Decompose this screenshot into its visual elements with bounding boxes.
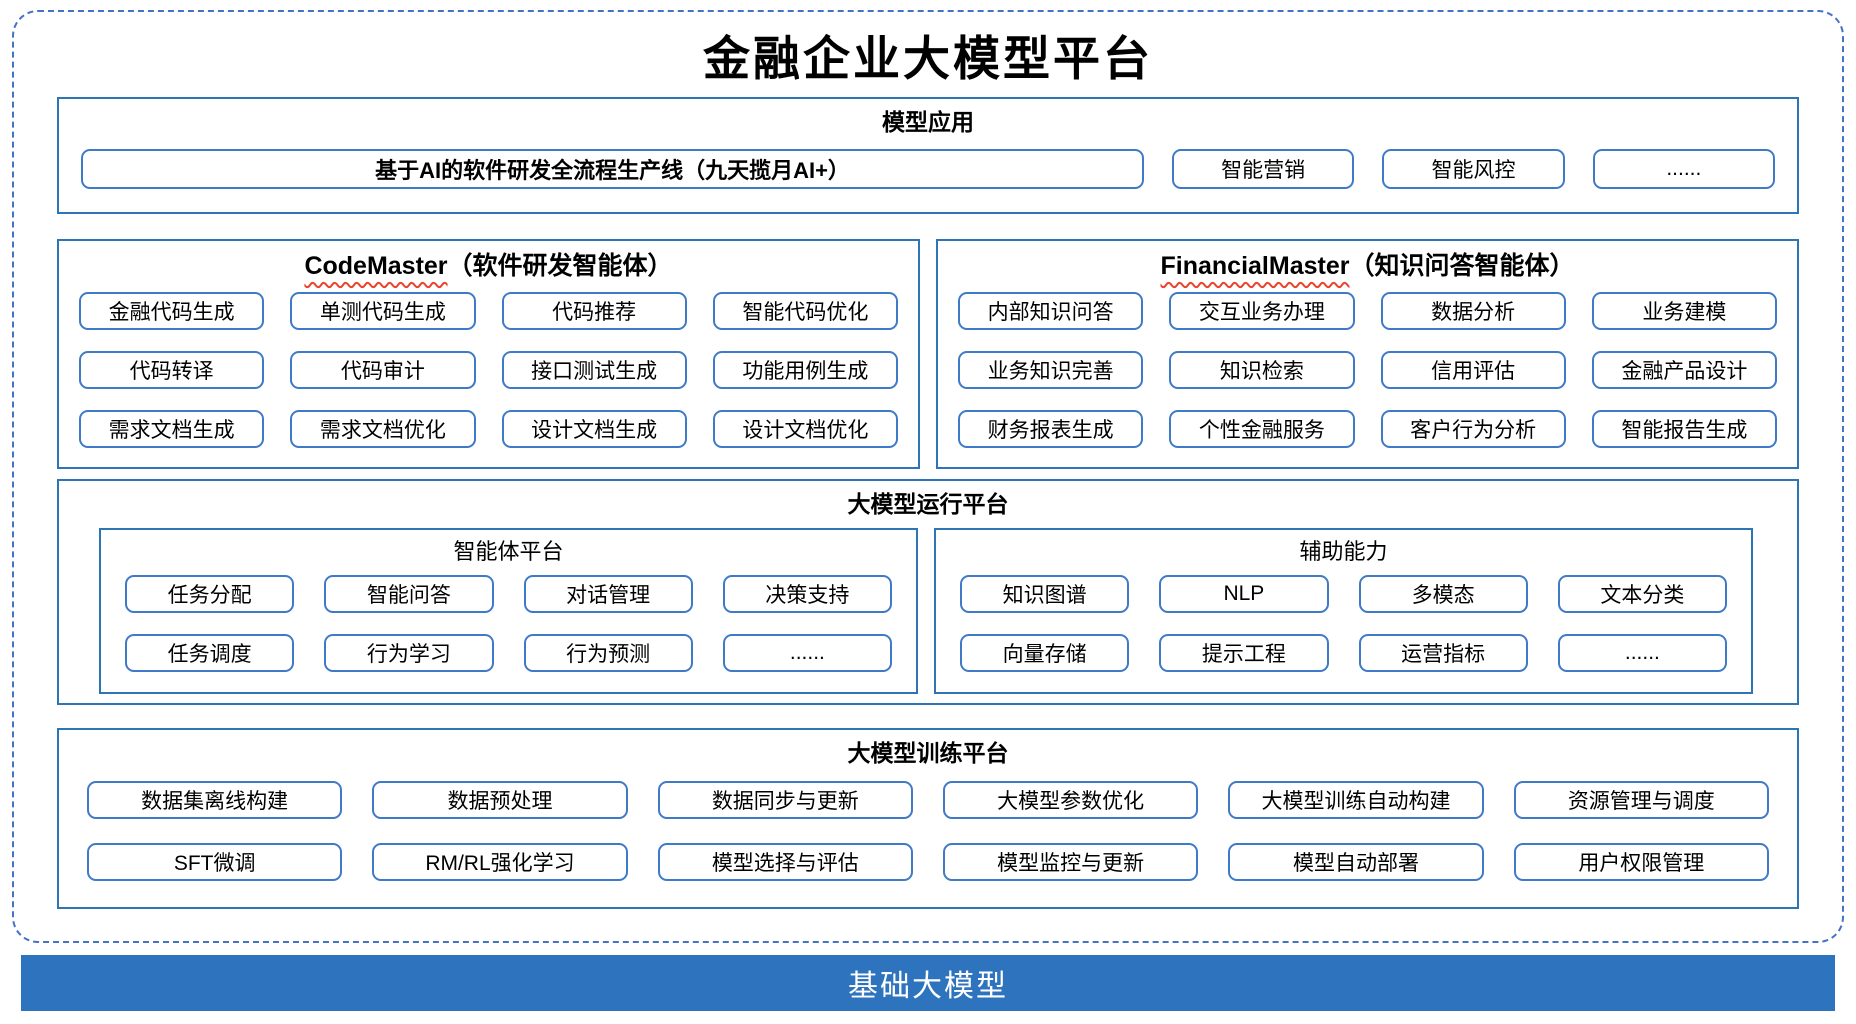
diagram-node: 任务调度 bbox=[125, 634, 295, 673]
diagram-node: 信用评估 bbox=[1380, 351, 1566, 390]
diagram-node: 大模型参数优化 bbox=[942, 781, 1199, 820]
diagram-node: 智能问答 bbox=[324, 575, 494, 614]
diagram-node-smart-marketing: 智能营销 bbox=[1172, 149, 1355, 190]
section-title-training: 大模型训练平台 bbox=[847, 740, 1009, 767]
diagram-node: 客户行为分析 bbox=[1380, 410, 1566, 449]
diagram-node: 文本分类 bbox=[1557, 575, 1727, 614]
diagram-node: 金融产品设计 bbox=[1591, 351, 1777, 390]
diagram-node: 单测代码生成 bbox=[290, 292, 476, 331]
codemaster-title-zh: （软件研发智能体） bbox=[447, 252, 673, 281]
section-training-platform: 大模型训练平台 数据集离线构建 数据预处理 数据同步与更新 大模型参数优化 大模… bbox=[57, 728, 1799, 910]
diagram-node: 对话管理 bbox=[523, 575, 693, 614]
diagram-node: 运营指标 bbox=[1358, 634, 1528, 673]
diagram-node: 财务报表生成 bbox=[958, 410, 1144, 449]
diagram-node: 交互业务办理 bbox=[1169, 292, 1355, 331]
diagram-node: 提示工程 bbox=[1159, 634, 1329, 673]
diagram-node: 行为预测 bbox=[523, 634, 693, 673]
diagram-node: 模型监控与更新 bbox=[942, 843, 1199, 882]
diagram-node: 设计文档优化 bbox=[712, 410, 898, 449]
section-financialmaster: FinancialMaster（知识问答智能体） 内部知识问答 交互业务办理 数… bbox=[936, 239, 1799, 472]
section-model-applications: 模型应用 基于AI的软件研发全流程生产线（九天揽月AI+） 智能营销 智能风控 … bbox=[57, 97, 1799, 215]
diagram-node: 智能报告生成 bbox=[1591, 410, 1777, 449]
diagram-node: ...... bbox=[722, 634, 892, 673]
diagram-node: 需求文档生成 bbox=[79, 410, 265, 449]
diagram-node: 内部知识问答 bbox=[958, 292, 1144, 331]
diagram-node: 大模型训练自动构建 bbox=[1228, 781, 1484, 820]
diagram-node: 金融代码生成 bbox=[79, 292, 265, 331]
subsection-auxiliary-capabilities: 辅助能力 知识图谱 NLP 多模态 文本分类 向量存储 提示工程 运营指标 ..… bbox=[934, 528, 1753, 695]
diagram-node: 数据分析 bbox=[1380, 292, 1566, 331]
financialmaster-title-en: FinancialMaster bbox=[1160, 252, 1350, 281]
agents-row: CodeMaster（软件研发智能体） 金融代码生成 单测代码生成 代码推荐 智… bbox=[57, 239, 1799, 472]
diagram-node-smart-risk-control: 智能风控 bbox=[1382, 149, 1565, 190]
diagram-node: 数据集离线构建 bbox=[87, 781, 343, 820]
diagram-node: 功能用例生成 bbox=[712, 351, 898, 390]
diagram-node: 任务分配 bbox=[125, 575, 295, 614]
training-grid: 数据集离线构建 数据预处理 数据同步与更新 大模型参数优化 大模型训练自动构建 … bbox=[59, 777, 1797, 907]
diagram-node: 接口测试生成 bbox=[501, 351, 687, 390]
agent-platform-grid: 任务分配 智能问答 对话管理 决策支持 任务调度 行为学习 行为预测 .....… bbox=[101, 573, 916, 692]
section-title-codemaster: CodeMaster（软件研发智能体） bbox=[59, 241, 918, 290]
financialmaster-title-zh: （知识问答智能体） bbox=[1349, 252, 1575, 281]
diagram-node: ...... bbox=[1557, 634, 1727, 673]
diagram-node: 多模态 bbox=[1358, 575, 1528, 614]
diagram-node: 决策支持 bbox=[722, 575, 892, 614]
diagram-node-ellipsis: ...... bbox=[1592, 149, 1775, 190]
diagram-node: 数据预处理 bbox=[372, 781, 628, 820]
section-runtime-platform: 大模型运行平台 智能体平台 任务分配 智能问答 对话管理 决策支持 任务调度 行… bbox=[57, 479, 1799, 706]
diagram-node: RM/RL强化学习 bbox=[372, 843, 628, 882]
diagram-node: 代码转译 bbox=[79, 351, 265, 390]
diagram-node: 需求文档优化 bbox=[290, 410, 476, 449]
platform-outer-frame: 金融企业大模型平台 模型应用 基于AI的软件研发全流程生产线（九天揽月AI+） … bbox=[12, 10, 1844, 943]
diagram-node: 智能代码优化 bbox=[712, 292, 898, 331]
diagram-node: 业务建模 bbox=[1591, 292, 1777, 331]
diagram-node: 用户权限管理 bbox=[1513, 843, 1769, 882]
diagram-node: 设计文档生成 bbox=[501, 410, 687, 449]
subsection-agent-platform: 智能体平台 任务分配 智能问答 对话管理 决策支持 任务调度 行为学习 行为预测… bbox=[99, 528, 918, 695]
diagram-node: 数据同步与更新 bbox=[657, 781, 913, 820]
diagram-node: 向量存储 bbox=[960, 634, 1130, 673]
model-applications-row: 基于AI的软件研发全流程生产线（九天揽月AI+） 智能营销 智能风控 .....… bbox=[59, 146, 1797, 190]
diagram-node: 代码推荐 bbox=[501, 292, 687, 331]
subsection-title-agent-platform: 智能体平台 bbox=[453, 539, 564, 565]
section-title-runtime: 大模型运行平台 bbox=[847, 491, 1009, 518]
runtime-row: 智能体平台 任务分配 智能问答 对话管理 决策支持 任务调度 行为学习 行为预测… bbox=[59, 528, 1797, 695]
codemaster-grid: 金融代码生成 单测代码生成 代码推荐 智能代码优化 代码转译 代码审计 接口测试… bbox=[59, 290, 918, 472]
diagram-node: NLP bbox=[1159, 575, 1329, 614]
diagram-node: 行为学习 bbox=[324, 634, 494, 673]
section-codemaster: CodeMaster（软件研发智能体） 金融代码生成 单测代码生成 代码推荐 智… bbox=[57, 239, 920, 472]
base-model-label: 基础大模型 bbox=[848, 970, 1008, 1003]
section-title-model-applications: 模型应用 bbox=[882, 109, 974, 136]
page-title: 金融企业大模型平台 bbox=[703, 32, 1153, 87]
diagram-node: 个性金融服务 bbox=[1169, 410, 1355, 449]
diagram-node: SFT微调 bbox=[87, 843, 343, 882]
subsection-title-auxiliary: 辅助能力 bbox=[1299, 539, 1388, 565]
codemaster-title-en: CodeMaster bbox=[304, 252, 448, 281]
diagram-node: 代码审计 bbox=[290, 351, 476, 390]
diagram-node: 模型选择与评估 bbox=[657, 843, 913, 882]
base-model-bar: 基础大模型 bbox=[21, 955, 1835, 1011]
section-title-financialmaster: FinancialMaster（知识问答智能体） bbox=[938, 241, 1797, 290]
financialmaster-grid: 内部知识问答 交互业务办理 数据分析 业务建模 业务知识完善 知识检索 信用评估… bbox=[938, 290, 1797, 472]
diagram-node: 知识图谱 bbox=[960, 575, 1130, 614]
diagram-node: 业务知识完善 bbox=[958, 351, 1144, 390]
diagram-node: 模型自动部署 bbox=[1228, 843, 1484, 882]
diagram-node-ai-pipeline: 基于AI的软件研发全流程生产线（九天揽月AI+） bbox=[81, 149, 1144, 190]
diagram-node: 资源管理与调度 bbox=[1513, 781, 1769, 820]
diagram-node: 知识检索 bbox=[1169, 351, 1355, 390]
auxiliary-grid: 知识图谱 NLP 多模态 文本分类 向量存储 提示工程 运营指标 ...... bbox=[936, 573, 1751, 692]
